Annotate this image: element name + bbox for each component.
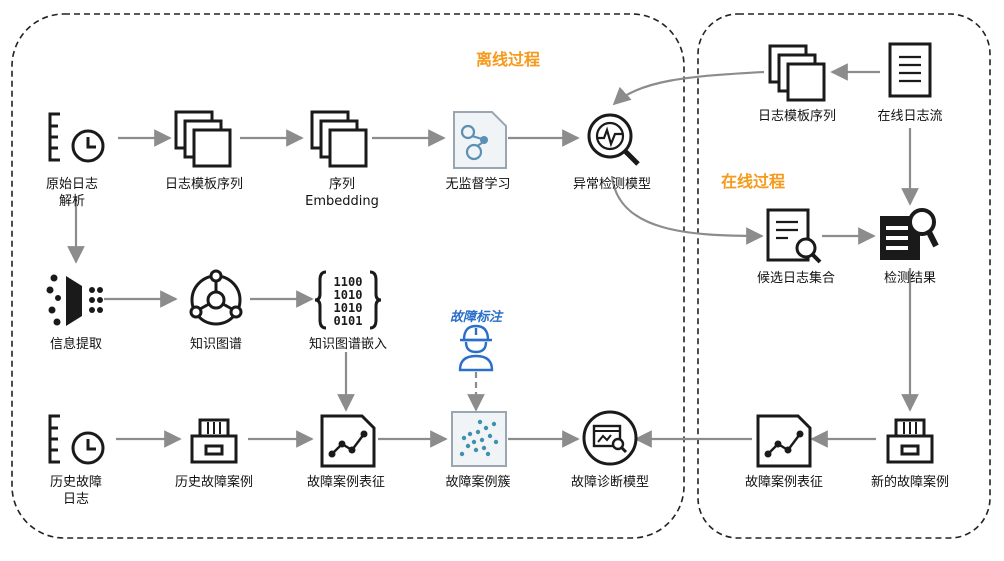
- label-hist-fault-log: 历史故障 日志: [49, 475, 103, 507]
- label-online-case-repr: 故障案例表征: [744, 475, 824, 490]
- label-new-fault-case: 新的故障案例: [870, 475, 950, 490]
- label-log-template-seq: 日志模板序列: [164, 177, 244, 192]
- svg-text:1010: 1010: [334, 301, 363, 315]
- label-fault-case-repr: 故障案例表征: [306, 475, 386, 490]
- hist-log-clock-icon: [48, 414, 105, 465]
- svg-text:1010: 1010: [334, 288, 363, 302]
- case-cluster-scatter-icon: [451, 411, 507, 467]
- label-candidate-logs: 候选日志集合: [756, 271, 836, 286]
- online-template-stack-icon: [768, 44, 826, 102]
- label-raw-log: 原始日志 解析: [45, 177, 99, 209]
- raw-log-clock-icon: [48, 112, 105, 163]
- label-anomaly-model: 异常检测模型: [572, 177, 652, 192]
- label-unsupervised-learning: 无监督学习: [445, 177, 511, 192]
- offline-region-border: [11, 13, 685, 539]
- offline-region-title: 离线过程: [475, 50, 541, 69]
- label-fault-diag-model: 故障诊断模型: [570, 475, 650, 490]
- log-stream-document-icon: [888, 42, 932, 98]
- label-knowledge-graph: 知识图谱: [189, 337, 243, 352]
- knowledge-graph-icon: [189, 269, 243, 326]
- new-case-printer-icon: [886, 418, 934, 464]
- label-sequence-embedding: 序列 Embedding: [305, 177, 379, 209]
- hist-case-printer-icon: [190, 418, 238, 464]
- candidate-logs-icon: [766, 208, 822, 264]
- svg-text:0101: 0101: [334, 314, 363, 328]
- detection-result-icon: [880, 208, 939, 260]
- unsupervised-learning-icon: [453, 111, 507, 169]
- label-detect-result: 检测结果: [883, 271, 937, 286]
- label-fault-case-cluster: 故障案例簇: [445, 475, 511, 490]
- label-online-template-seq: 日志模板序列: [757, 109, 837, 124]
- label-kg-embedding: 知识图谱嵌入: [308, 337, 388, 352]
- label-info-extract: 信息提取: [49, 337, 103, 352]
- info-extract-icon: [46, 274, 103, 326]
- case-repr-chart-icon: [320, 414, 376, 468]
- label-fault-annotation: 故障标注: [449, 310, 503, 325]
- svg-text:1100: 1100: [334, 275, 363, 289]
- online-case-repr-chart-icon: [756, 414, 812, 468]
- label-hist-fault-case: 历史故障案例: [174, 475, 254, 490]
- online-region-border: [697, 13, 991, 539]
- arrow-templates-to-model: [612, 70, 765, 106]
- diag-model-icon: [582, 410, 638, 466]
- online-region-title: 在线过程: [720, 172, 786, 191]
- label-online-log-stream: 在线日志流: [877, 109, 943, 124]
- anomaly-model-icon: [587, 113, 640, 166]
- sequence-stack-icon: [310, 110, 368, 168]
- arrow-model-to-candidates: [610, 175, 764, 245]
- kg-embedding-icon: 1100 1010 1010 0101: [314, 270, 382, 330]
- annotator-person-icon: [458, 324, 494, 372]
- template-stack-icon: [174, 110, 232, 168]
